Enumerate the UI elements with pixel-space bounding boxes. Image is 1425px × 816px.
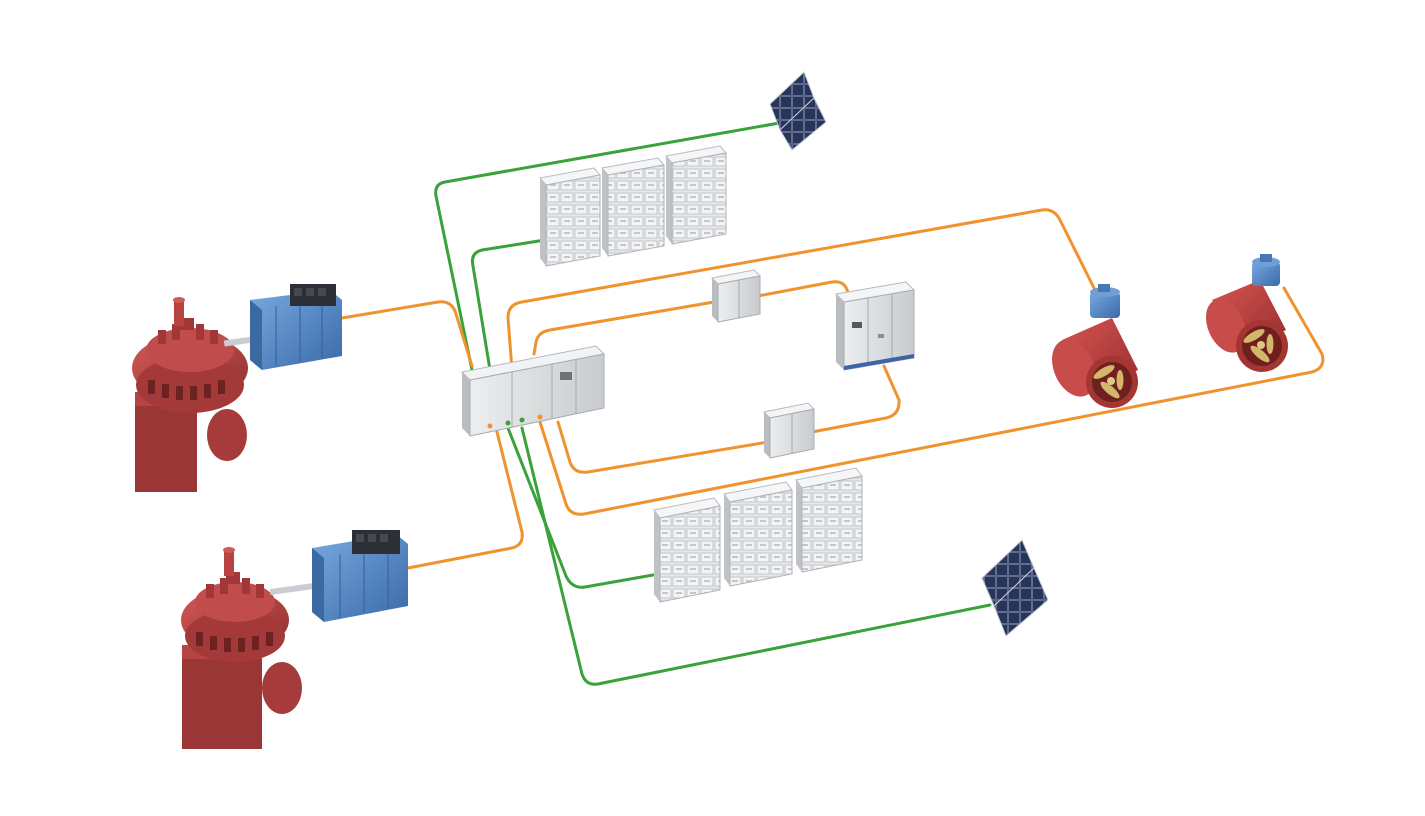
ac-cables: [340, 208, 1325, 570]
battery-racks-upper: [539, 145, 727, 267]
battery-rack: [653, 497, 721, 603]
drive-shaft: [269, 582, 315, 596]
propeller: [1093, 365, 1124, 399]
thruster-motor: [1090, 284, 1120, 318]
diesel-generator: [181, 547, 302, 749]
ac-cable-generator-2: [406, 426, 524, 570]
generator-motor: [250, 284, 342, 370]
thruster-motor: [1252, 254, 1280, 286]
control-display: [852, 322, 862, 328]
dc-cable-upper-solar: [434, 120, 787, 372]
ac-cable-thruster-1: [506, 208, 1097, 372]
tunnel-thruster-1: [1052, 284, 1138, 408]
ac-cable-generator-1: [340, 300, 474, 368]
ac-cable-converter-lower-to-control: [810, 364, 901, 434]
tunnel-thruster-2: [1205, 254, 1288, 372]
diesel-generator: [132, 297, 248, 492]
ac-cable-converter-upper: [532, 300, 716, 356]
generator-set-upper: [132, 284, 342, 492]
generator-set-lower: [181, 530, 408, 749]
ac-cable-converter-lower: [556, 420, 770, 474]
dc-cable-lower-batteries: [506, 426, 655, 589]
battery-racks-lower: [653, 467, 863, 603]
generator-motor: [312, 530, 408, 622]
ac-cable-thruster-2: [538, 286, 1325, 516]
converter-cabinet-upper: [710, 269, 762, 323]
battery-rack: [539, 167, 601, 267]
dc-cable-lower-solar: [520, 426, 992, 686]
battery-rack: [665, 145, 727, 245]
solar-panel-lower: [981, 539, 1049, 637]
battery-rack: [723, 481, 793, 587]
control-cabinet: [834, 281, 916, 371]
dc-cables: [434, 120, 992, 686]
battery-rack: [795, 467, 863, 573]
battery-rack: [601, 157, 665, 257]
dc-cable-upper-batteries: [470, 238, 547, 372]
solar-panel-upper: [769, 71, 827, 151]
main-switchboard: [460, 345, 606, 437]
switchboard-display: [560, 372, 572, 380]
propeller: [1243, 329, 1274, 363]
converter-cabinet-lower: [762, 402, 816, 459]
